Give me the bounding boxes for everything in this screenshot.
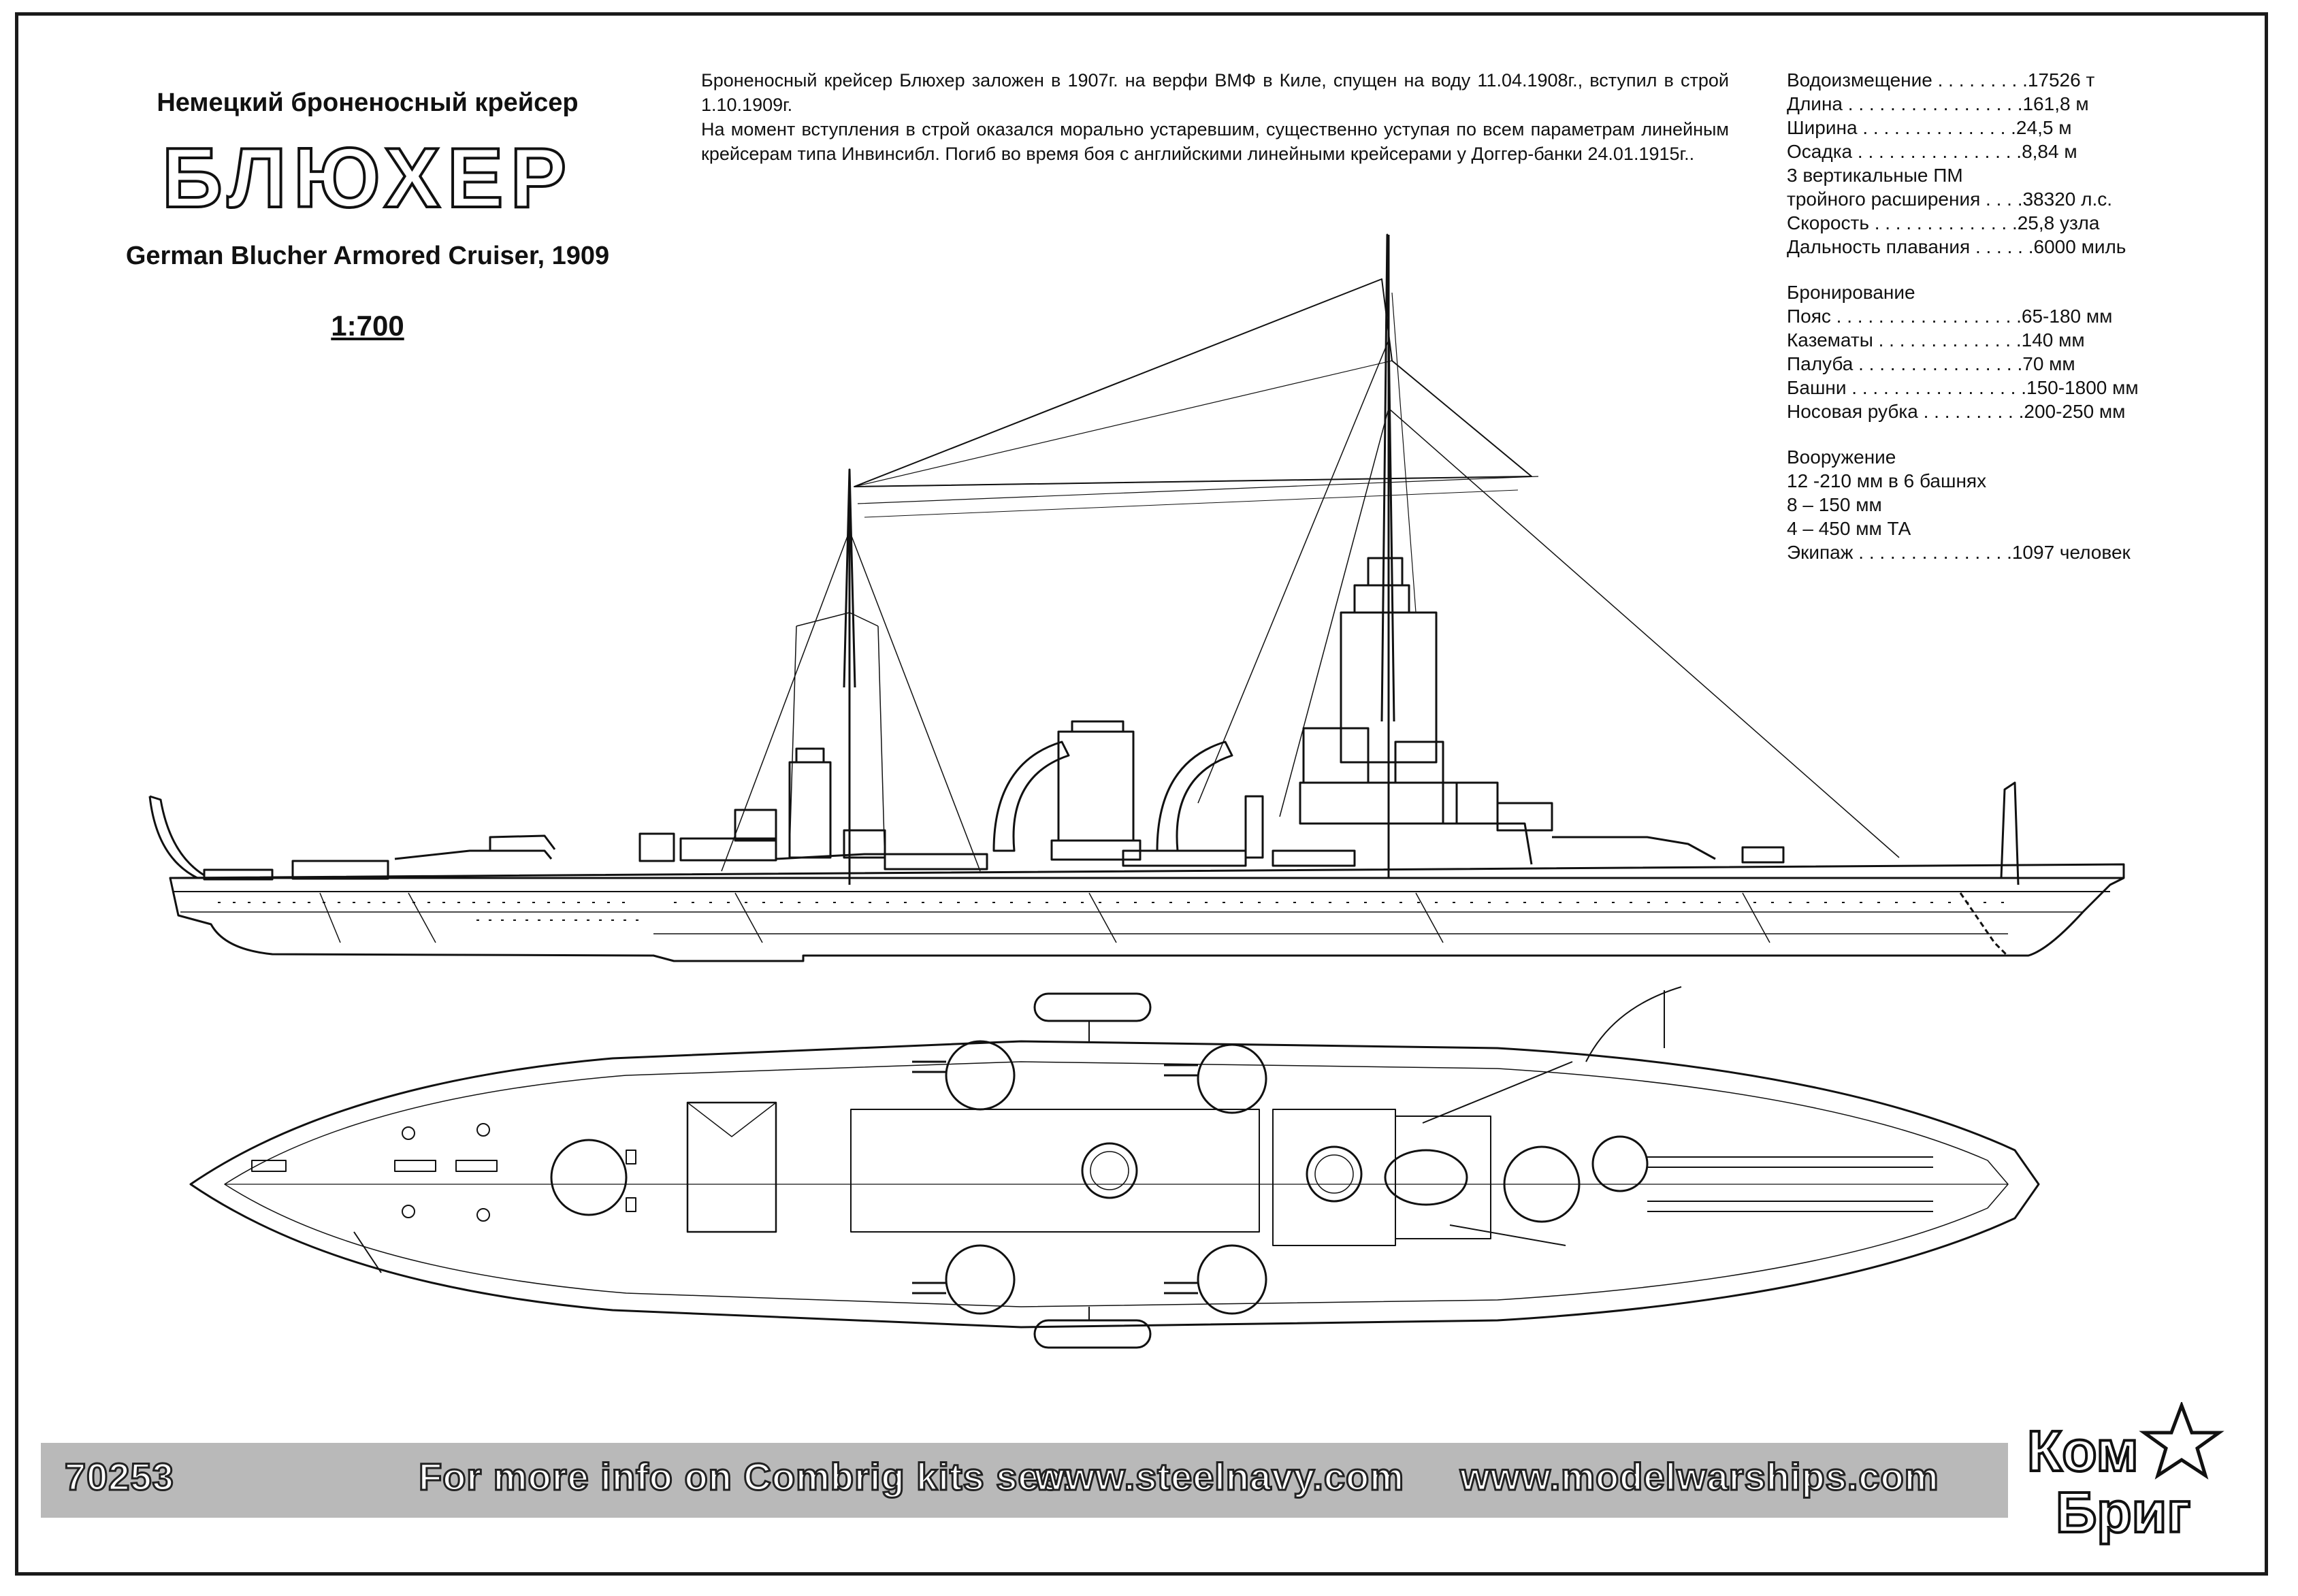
spec-row: Башни . . . . . . . . . . . . . . . . .1… bbox=[1787, 377, 2139, 398]
history-paragraph: Броненосный крейсер Блюхер заложен в 190… bbox=[701, 70, 1729, 115]
kit-number: 70253 bbox=[64, 1454, 175, 1499]
subtitle-ru: Немецкий броненосный крейсер bbox=[157, 88, 579, 117]
armament-heading: Вооружение bbox=[1787, 446, 1896, 468]
spec-row: Носовая рубка . . . . . . . . . .200-250… bbox=[1787, 401, 2126, 422]
spec-row: 8 – 150 мм bbox=[1787, 494, 1882, 515]
spec-row: тройного расширения . . . .38320 л.с. bbox=[1787, 189, 2113, 210]
side-profile-drawing bbox=[148, 233, 2125, 962]
ship-title: БЛЮХЕР bbox=[161, 131, 574, 225]
spec-row: Скорость . . . . . . . . . . . . . .25,8… bbox=[1787, 212, 2100, 233]
spec-row: Экипаж . . . . . . . . . . . . . . .1097… bbox=[1787, 542, 2131, 563]
page-frame bbox=[15, 12, 2268, 1576]
star-icon bbox=[2139, 1402, 2224, 1480]
logo-text-top: Ком bbox=[2026, 1419, 2140, 1483]
url-steelnavy-link[interactable]: www.steelnavy.com bbox=[1034, 1454, 1405, 1499]
spec-row: Дальность плавания . . . . . .6000 миль bbox=[1787, 236, 2126, 257]
spec-row: 3 вертикальные ПМ bbox=[1787, 165, 1963, 186]
footer-banner bbox=[41, 1443, 2008, 1518]
spec-row: Водоизмещение . . . . . . . . .17526 т bbox=[1787, 69, 2095, 91]
spec-row: Казематы . . . . . . . . . . . . . .140 … bbox=[1787, 329, 2085, 351]
logo-text-bottom: Бриг bbox=[2054, 1480, 2192, 1544]
spec-row: 4 – 450 мм ТА bbox=[1787, 518, 1911, 539]
url-modelwarships-link[interactable]: www.modelwarships.com bbox=[1459, 1454, 1940, 1499]
spec-row: Ширина . . . . . . . . . . . . . . .24,5… bbox=[1787, 117, 2072, 138]
armor-heading: Бронирование bbox=[1787, 282, 1915, 303]
spec-row: 12 -210 мм в 6 башнях bbox=[1787, 470, 1987, 491]
top-plan-drawing bbox=[189, 986, 2040, 1349]
spec-row: Пояс . . . . . . . . . . . . . . . . . .… bbox=[1787, 306, 2113, 327]
scale-label: 1:700 bbox=[331, 310, 404, 342]
footer-info-text: For more info on Combrig kits see: bbox=[417, 1454, 1075, 1499]
subtitle-en: German Blucher Armored Cruiser, 1909 bbox=[125, 242, 610, 270]
spec-row: Длина . . . . . . . . . . . . . . . . .1… bbox=[1787, 93, 2089, 114]
history-paragraph: На момент вступления в строй оказался мо… bbox=[701, 119, 1729, 164]
combrig-logo: Ком Бриг bbox=[2015, 1402, 2233, 1552]
spec-row: Осадка . . . . . . . . . . . . . . . .8,… bbox=[1787, 141, 2077, 162]
history-text: Броненосный крейсер Блюхер заложен в 190… bbox=[701, 68, 1729, 166]
specs-block: Водоизмещение . . . . . . . . .17526 т Д… bbox=[1787, 68, 2263, 564]
spec-row: Палуба . . . . . . . . . . . . . . . .70… bbox=[1787, 353, 2075, 374]
